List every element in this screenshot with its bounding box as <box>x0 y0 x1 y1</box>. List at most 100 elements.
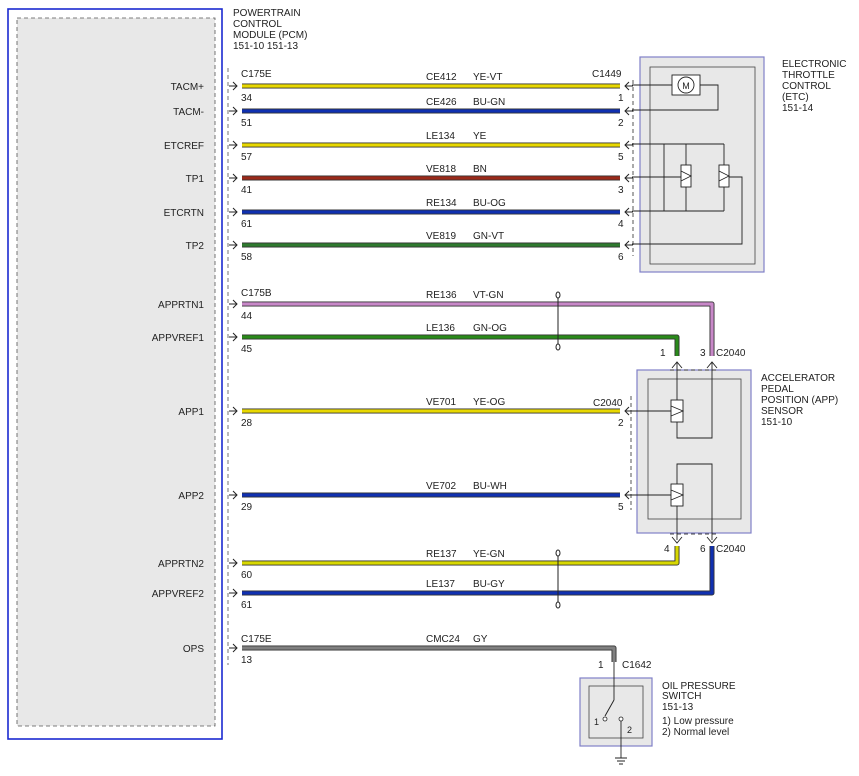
pcm-signal-label: TP1 <box>186 174 205 185</box>
pcm-terminal-arrow <box>229 299 238 309</box>
etc-circuit <box>632 143 665 212</box>
wire-outline <box>242 334 680 356</box>
wire-color-code: YE-VT <box>473 72 502 83</box>
circuit-id: LE136 <box>426 323 455 334</box>
motor-label: M <box>682 81 690 91</box>
circuit-id: VE702 <box>426 481 456 492</box>
ops-title-1: OIL PRESSURE <box>662 681 736 692</box>
ops-note-1: 1) Low pressure <box>662 716 734 727</box>
pcm-pin-number: 61 <box>241 600 253 611</box>
wire-appvref1 <box>242 335 679 356</box>
pcm-terminal-arrow <box>229 81 238 91</box>
pcm-terminal-arrow <box>229 207 238 217</box>
pcm-terminal-arrow <box>229 140 238 150</box>
connector-terminal <box>706 361 718 369</box>
twisted-pair-end <box>555 291 561 299</box>
connector-label: C1642 <box>622 660 652 671</box>
twisted-pair-end <box>555 549 561 557</box>
ops-note-2: 2) Normal level <box>662 727 729 738</box>
app2-sensor <box>670 483 684 507</box>
twisted-pair-end <box>555 601 561 609</box>
app-pin-label: 3 <box>700 348 706 359</box>
etc-circuit <box>632 176 743 245</box>
ops-switch-contact <box>604 699 615 717</box>
tp2-sensor <box>718 164 730 188</box>
circuit-id: RE137 <box>426 549 457 560</box>
component-pin-number: 3 <box>618 185 624 196</box>
pcm-signal-label: APPRTN1 <box>158 300 204 311</box>
etc-title-3: CONTROL <box>782 81 831 92</box>
component-terminal-arrow <box>624 406 633 416</box>
wire-color-code: BU-GY <box>473 579 505 590</box>
pcm-terminal-arrow <box>229 643 238 653</box>
wire-color-code: BU-WH <box>473 481 507 492</box>
ops-contact-label: 1 <box>594 717 599 727</box>
component-terminal-arrow <box>624 240 633 250</box>
pcm-signal-label: APP2 <box>178 491 204 502</box>
pcm-signal-label: TACM+ <box>171 82 205 93</box>
pcm-title-3: MODULE (PCM) <box>233 30 307 41</box>
wire-color-code: BU-OG <box>473 198 506 209</box>
app-title-3: POSITION (APP) <box>761 395 838 406</box>
pcm-pin-number: 61 <box>241 219 253 230</box>
app-title-2: PEDAL <box>761 384 794 395</box>
ops-contact-label: 2 <box>627 725 632 735</box>
app-pin-label: 4 <box>664 544 670 555</box>
component-terminal-arrow <box>624 106 633 116</box>
connector-terminal <box>671 536 683 544</box>
component-terminal-arrow <box>624 173 633 183</box>
circuit-id: LE134 <box>426 131 455 142</box>
pcm-terminal-arrow <box>229 173 238 183</box>
app1-sensor <box>670 399 684 423</box>
pcm-signal-label: APPVREF1 <box>152 333 205 344</box>
app1-wiper <box>670 405 685 417</box>
pcm-module-inner <box>16 17 216 727</box>
connector-label: C2040 <box>716 348 746 359</box>
pcm-signal-label: APP1 <box>178 407 204 418</box>
component-pin-number: 1 <box>618 93 624 104</box>
motor-symbol <box>677 76 695 94</box>
ops-pin-label: 1 <box>598 660 604 671</box>
pcm-signal-label: OPS <box>183 644 204 655</box>
app-pin-label: 1 <box>660 348 666 359</box>
ops-contact-1 <box>602 716 608 722</box>
wire-color-code: GY <box>473 634 488 645</box>
pcm-pin-number: 58 <box>241 252 253 263</box>
circuit-id: RE136 <box>426 290 457 301</box>
component-pin-number: 6 <box>618 252 624 263</box>
pcm-pin-number: 60 <box>241 570 253 581</box>
pcm-title-2: CONTROL <box>233 19 282 30</box>
circuit-id: RE134 <box>426 198 457 209</box>
pcm-pin-number: 41 <box>241 185 253 196</box>
circuit-id: CMC24 <box>426 634 460 645</box>
pcm-pin-number: 29 <box>241 502 253 513</box>
connector-label: C175E <box>241 634 272 645</box>
tp1-wiper <box>680 170 692 182</box>
pcm-signal-label: ETCREF <box>164 141 204 152</box>
circuit-id: VE701 <box>426 397 456 408</box>
pcm-pin-number: 44 <box>241 311 253 322</box>
tp2-wiper <box>718 170 730 182</box>
pcm-pin-number: 34 <box>241 93 253 104</box>
connector-label: C2040 <box>716 544 746 555</box>
twisted-pair-end <box>555 343 561 351</box>
pcm-terminal-arrow <box>229 240 238 250</box>
connector-terminal <box>706 536 718 544</box>
wire-color-code: GN-VT <box>473 231 504 242</box>
circuit-id: VE819 <box>426 231 456 242</box>
connector-label: C1449 <box>592 69 622 80</box>
etc-component-inner <box>649 66 756 265</box>
pcm-title-1: POWERTRAIN <box>233 8 301 19</box>
pcm-terminal-arrow <box>229 558 238 568</box>
app2-wiper <box>670 489 685 501</box>
ops-title-3: 151-13 <box>662 702 694 713</box>
pcm-terminal-arrow <box>229 332 238 342</box>
wire-appvref2 <box>242 546 714 595</box>
ops-switch-inner <box>588 685 644 739</box>
component-pin-number: 2 <box>618 418 624 429</box>
pcm-pin-number: 45 <box>241 344 253 355</box>
pcm-terminal-arrow <box>229 588 238 598</box>
etc-title-1: ELECTRONIC <box>782 59 846 70</box>
